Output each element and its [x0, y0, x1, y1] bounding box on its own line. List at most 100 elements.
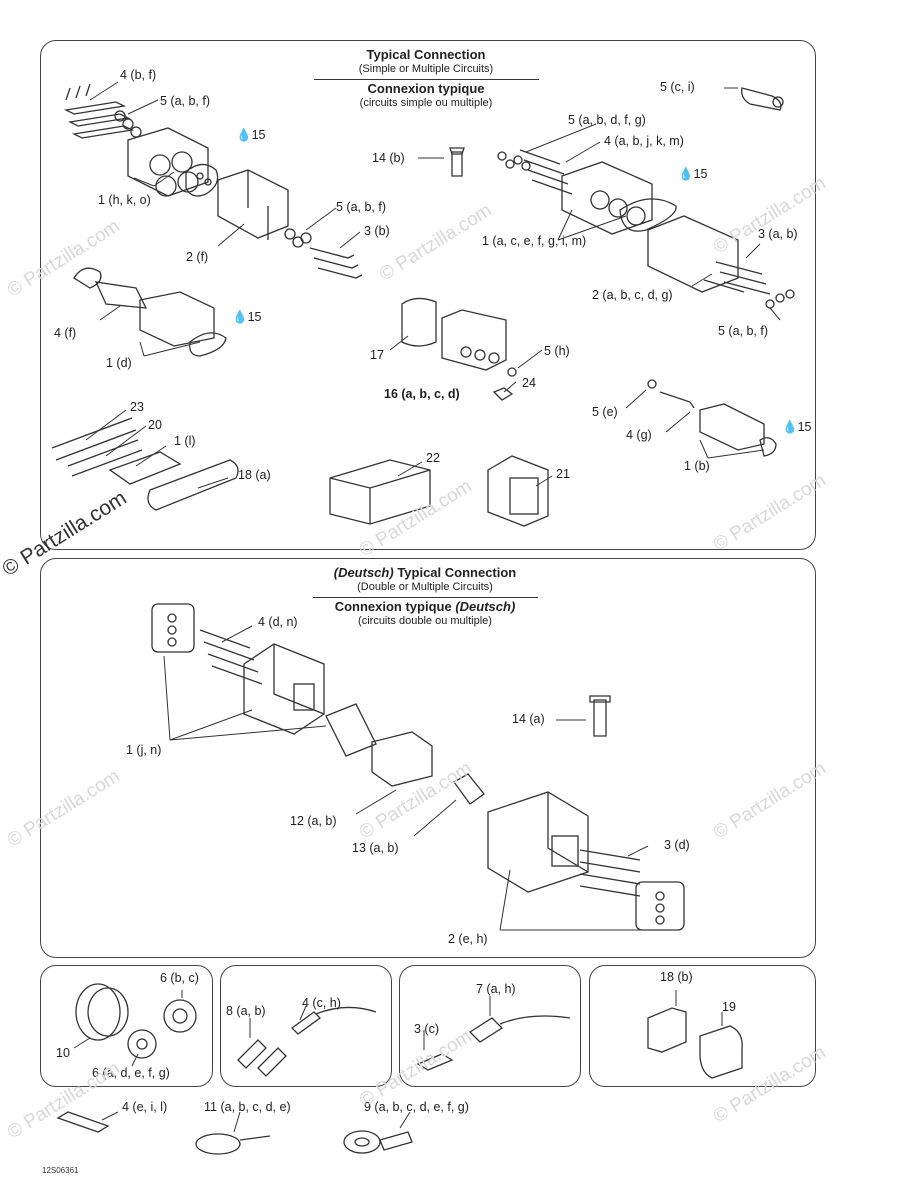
label-4f: 4 (f) [54, 326, 77, 340]
label-19: 19 [722, 1000, 736, 1014]
receptacle-deutsch [243, 643, 325, 735]
seal-rings-a [114, 110, 142, 138]
drop-icon: 💧 [782, 420, 798, 434]
label-14a: 14 (a) [512, 712, 545, 726]
seal-gasket-1 [185, 163, 219, 197]
label-1l: 1 (l) [174, 434, 196, 448]
connector-16 [441, 309, 507, 371]
drop-icon: 💧 [232, 310, 248, 324]
connector-housing-1 [127, 127, 209, 197]
deutsch-prefix: (Deutsch) [333, 565, 394, 580]
terminal-bundle-left [63, 83, 135, 139]
label-5abdfg: 5 (a, b, d, f, g) [568, 113, 646, 127]
connector-1b [647, 379, 777, 457]
label-15-c: 💧15 [232, 310, 262, 324]
leader-lines [73, 81, 781, 1133]
label-5abf-a: 5 (a, b, f) [160, 94, 211, 108]
label-18a: 18 (a) [238, 468, 271, 482]
top-subtitle-fr: (circuits simple ou multiple) [359, 97, 493, 109]
label-18b: 18 (b) [660, 970, 693, 984]
deutsch-subtitle-en: (Double or Multiple Circuits) [357, 581, 493, 593]
deutsch-title: (Deutsch) Typical Connection (Double or … [300, 566, 550, 628]
title-divider [312, 597, 538, 598]
sleeves-8ab [237, 1039, 287, 1077]
label-8ab: 8 (a, b) [226, 1004, 266, 1018]
label-22: 22 [426, 451, 440, 465]
connector-housing-2 [217, 169, 289, 240]
terminals-3d [579, 849, 641, 897]
label-15-a: 💧15 [236, 128, 266, 142]
label-20: 20 [148, 418, 162, 432]
label-4eil: 4 (e, i, l) [122, 1100, 168, 1114]
plug-deutsch [487, 791, 589, 893]
cap-seal-right [635, 881, 685, 931]
cover-19 [699, 1025, 743, 1079]
label-6bc: 6 (b, c) [160, 971, 199, 985]
deutsch-title-en: Typical Connection [397, 565, 517, 580]
grommet-6bc [163, 999, 197, 1033]
label-23: 23 [130, 400, 144, 414]
label-4dn: 4 (d, n) [258, 615, 298, 629]
label-5ci: 5 (c, i) [660, 80, 695, 94]
seal-rings-5abf-c [765, 289, 795, 309]
top-title-en: Typical Connection [366, 47, 486, 62]
label-2f: 2 (f) [186, 250, 209, 264]
label-16abcd: 16 (a, b, c, d) [384, 387, 460, 401]
cover-18b [647, 1007, 687, 1053]
top-title-fr: Connexion typique [367, 81, 485, 96]
label-15-d: 💧15 [782, 420, 812, 434]
label-6adefg: 6 (a, d, e, f, g) [92, 1066, 170, 1080]
deutsch-subtitle-fr: (circuits double ou multiple) [358, 615, 492, 627]
label-4g: 4 (g) [626, 428, 652, 442]
seal-rings-right [497, 151, 531, 171]
top-subtitle-en: (Simple or Multiple Circuits) [358, 63, 494, 75]
label-9abcdefg: 9 (a, b, c, d, e, f, g) [364, 1100, 469, 1114]
probe-panel [399, 965, 581, 1087]
label-3d: 3 (d) [664, 838, 690, 852]
pin-14a [589, 695, 611, 737]
grommet-6adefg [127, 1029, 157, 1059]
label-5abf-c: 5 (a, b, f) [718, 324, 769, 338]
label-15-b: 💧15 [678, 167, 708, 181]
connector-21 [487, 455, 549, 527]
label-4bf: 4 (b, f) [120, 68, 157, 82]
label-5h: 5 (h) [544, 344, 570, 358]
boot-10 [75, 983, 129, 1041]
gasket-17 [401, 297, 437, 347]
terminals-right [519, 149, 573, 195]
connector-housing-3 [561, 161, 653, 235]
label-12ab: 12 (a, b) [290, 814, 337, 828]
label-1acefgim: 1 (a, c, e, f, g, i, m) [482, 234, 587, 248]
grommet-panel [40, 965, 213, 1087]
figure-code: 12S06361 [42, 1166, 79, 1175]
label-11abcde: 11 (a, b, c, d, e) [204, 1100, 291, 1114]
label-1d: 1 (d) [106, 356, 132, 370]
deutsch-panel [40, 558, 816, 958]
pin-14b [449, 147, 465, 177]
label-7ah: 7 (a, h) [476, 982, 516, 996]
ring-terminal-9 [343, 1130, 413, 1154]
wedgelock-13 [453, 773, 485, 805]
label-3b: 3 (b) [364, 224, 390, 238]
label-2abcdg: 2 (a, b, c, d, g) [592, 288, 673, 302]
label-2eh: 2 (e, h) [448, 932, 488, 946]
top-panel [40, 40, 816, 550]
label-21: 21 [556, 467, 570, 481]
drop-icon: 💧 [236, 128, 252, 142]
cover-panel [589, 965, 816, 1087]
label-5e: 5 (e) [592, 405, 618, 419]
label-5abf-b: 5 (a, b, f) [336, 200, 387, 214]
label-4ch: 4 (c, h) [302, 996, 341, 1010]
label-1jn: 1 (j, n) [126, 743, 162, 757]
cable-tie-11 [195, 1133, 271, 1155]
title-divider [313, 79, 539, 80]
label-24: 24 [522, 376, 536, 390]
connector-housing-4 [647, 215, 739, 293]
deutsch-suffix: (Deutsch) [455, 599, 516, 614]
terminal-4eil [56, 1111, 110, 1133]
seal-rings-b [284, 228, 312, 248]
seal-5ci [741, 87, 784, 111]
label-10: 10 [56, 1046, 70, 1060]
terminals-3ab [703, 261, 771, 295]
